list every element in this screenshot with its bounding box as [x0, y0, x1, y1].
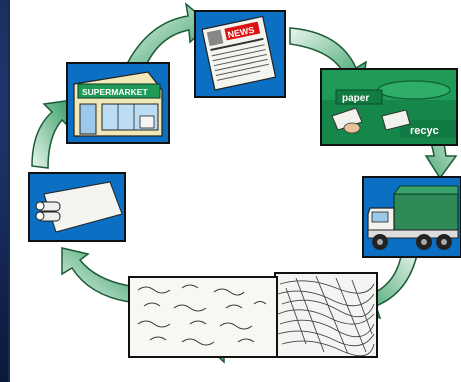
supermarket-sign: SUPERMARKET: [82, 87, 148, 97]
garbage-truck-panel: [362, 176, 461, 258]
recycling-cycle-diagram: NEWS paper recyc: [8, 0, 461, 382]
recycle-label: recyc: [410, 125, 439, 137]
newspaper-panel: NEWS: [194, 10, 286, 98]
paper-rolls-panel: [28, 172, 126, 242]
garbage-truck-icon: [364, 178, 460, 256]
recycling-bin-illustration: paper recyc: [322, 70, 456, 144]
supermarket-illustration: SUPERMARKET: [68, 64, 168, 142]
newspaper-illustration: NEWS: [196, 12, 284, 96]
shredded-paper-panel: [274, 272, 378, 358]
paper-label: paper: [342, 93, 369, 104]
pulp-fibers-illustration: [130, 278, 276, 356]
arrow-pulp-to-rolls: [62, 248, 130, 302]
shredded-paper-illustration: [276, 274, 376, 356]
paper-rolls-illustration: [30, 174, 124, 240]
pulp-fibers-panel: [128, 276, 278, 358]
recycling-bin-panel: paper recyc: [320, 68, 458, 146]
supermarket-panel: SUPERMARKET: [66, 62, 170, 144]
